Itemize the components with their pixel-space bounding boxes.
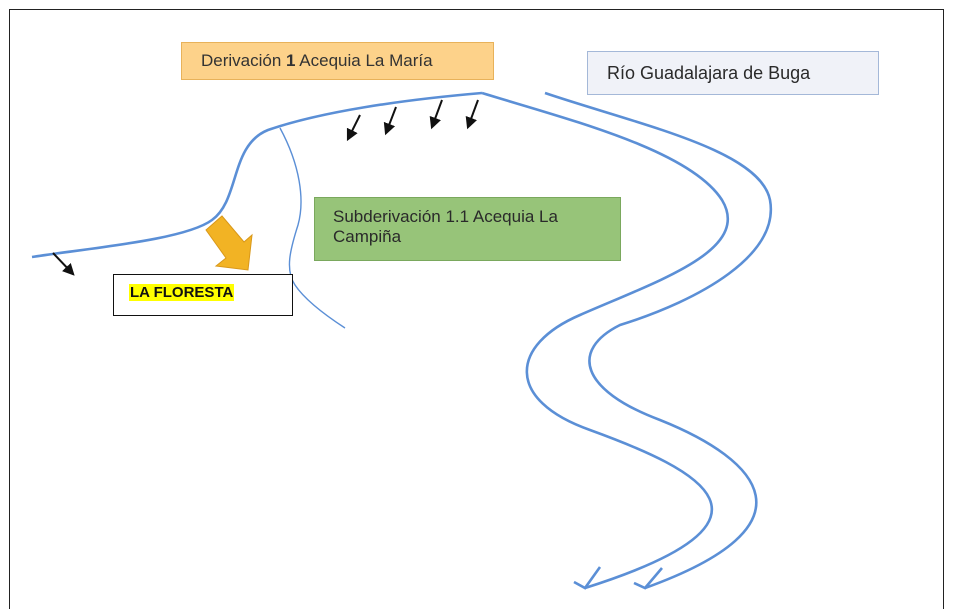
outflow-arrow-3 <box>429 99 443 130</box>
derivacion-suffix: Acequia La María <box>295 51 433 70</box>
label-la-floresta: LA FLORESTA <box>113 274 293 316</box>
outflow-arrow-4 <box>465 99 479 130</box>
outflow-arrow-1 <box>346 114 361 142</box>
canal-subderivacion-1-1 <box>279 127 346 329</box>
river-left-bank <box>481 91 730 590</box>
outflow-arrow-5 <box>52 252 75 276</box>
rio-text: Río Guadalajara de Buga <box>607 63 811 83</box>
diagram-frame <box>9 9 944 609</box>
floresta-text: LA FLORESTA <box>129 284 235 301</box>
river-arrow-left <box>573 566 602 590</box>
subderivacion-text: Subderivación 1.1 Acequia La Campiña <box>333 207 558 246</box>
canal-derivacion-1 <box>31 91 483 259</box>
label-subderivacion-1-1: Subderivación 1.1 Acequia La Campiña <box>314 197 621 261</box>
derivacion-prefix: Derivación <box>201 51 287 70</box>
label-rio-guadalajara: Río Guadalajara de Buga <box>587 51 879 95</box>
floresta-pointer-arrow <box>205 215 253 271</box>
river-right-bank <box>544 91 773 590</box>
river-arrow-right <box>633 567 663 590</box>
label-derivacion-1: Derivación 1 Acequia La María <box>181 42 494 80</box>
derivacion-number: 1 <box>286 51 296 70</box>
outflow-arrow-2 <box>383 106 397 136</box>
